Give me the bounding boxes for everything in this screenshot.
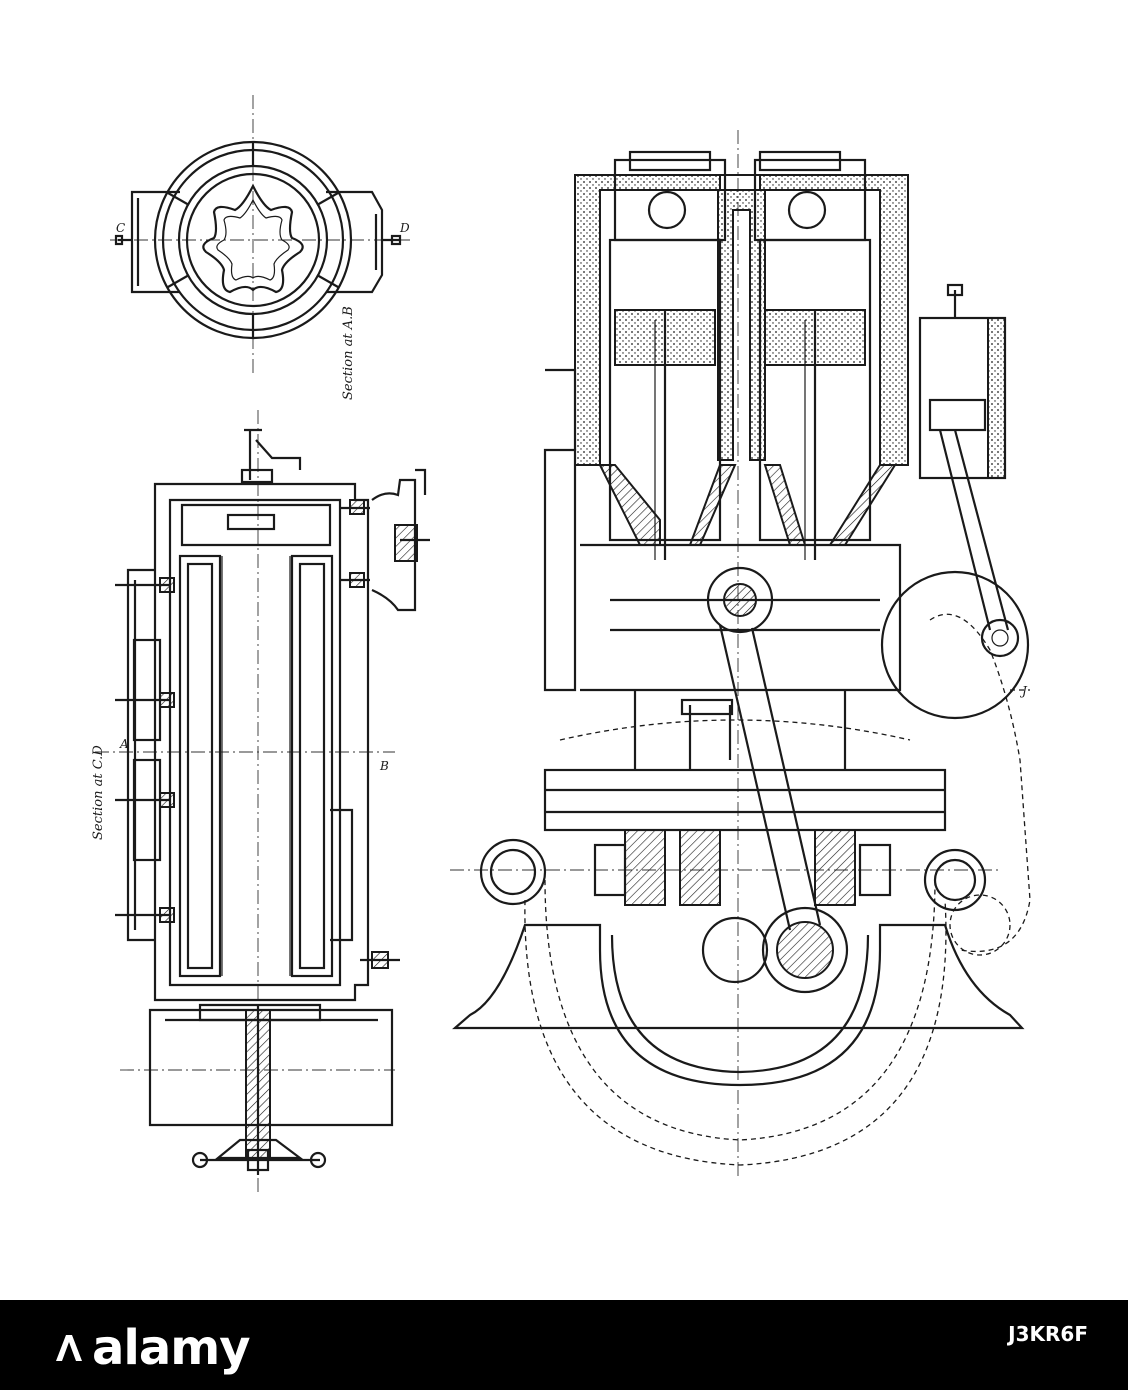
marker-c-top: C — [116, 221, 125, 235]
image-id: J3KR6F — [1008, 1322, 1088, 1346]
drawing-canvas: C D Section at A.B — [91, 95, 1031, 1195]
watermark-footer: alamy J3KR6F — [0, 1300, 1128, 1390]
section-ab-label: Section at A.B — [341, 306, 356, 400]
marker-a: A — [119, 737, 129, 751]
alamy-mark-icon — [56, 1335, 82, 1361]
section-cd-label: Section at C.D — [91, 745, 106, 840]
bolt-row — [115, 499, 400, 969]
engine-elevation-view — [450, 130, 1031, 1180]
engine-section-drawing: C D Section at A.B — [91, 95, 1031, 1195]
brand-logo: alamy — [52, 1320, 251, 1376]
marker-d-top: D — [399, 221, 410, 235]
section-ab-view — [110, 95, 410, 375]
marker-j: J — [1019, 684, 1028, 698]
brand-name: alamy — [92, 1320, 251, 1376]
section-cd-view — [95, 410, 430, 1195]
marker-b: B — [379, 759, 389, 773]
